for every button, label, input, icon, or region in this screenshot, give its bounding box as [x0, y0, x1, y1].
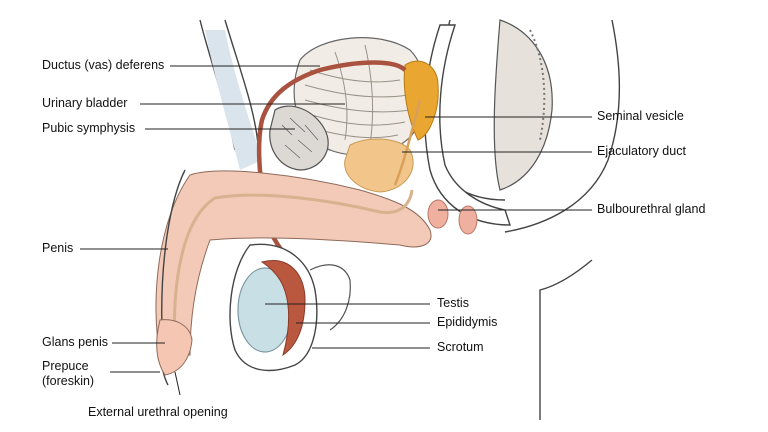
label-external-urethral-opening: External urethral opening [88, 405, 228, 419]
bulbourethral-gland-shape [427, 199, 449, 229]
label-ejaculatory-duct: Ejaculatory duct [597, 144, 686, 158]
pubic-symphysis-bone [269, 105, 329, 171]
bone-texture [281, 117, 319, 159]
label-seminal-vesicle: Seminal vesicle [597, 109, 684, 123]
urethra [172, 189, 414, 351]
label-bulbourethral-gland: Bulbourethral gland [597, 202, 706, 216]
label-prepuce-line2: (foreskin) [42, 374, 95, 388]
perineal-muscle [458, 205, 478, 235]
scrotum-inner-line [309, 264, 351, 331]
bladder-muscle-fibers [304, 44, 411, 146]
epididymis-shape [260, 260, 306, 357]
sacrum [493, 19, 553, 191]
ejaculatory-duct-shape [393, 99, 422, 186]
label-urinary-bladder: Urinary bladder [42, 96, 128, 110]
label-ductus-deferens: Ductus (vas) deferens [42, 58, 165, 72]
label-scrotum: Scrotum [437, 340, 484, 354]
label-prepuce-line1: Prepuce [42, 359, 89, 373]
label-testis: Testis [437, 296, 469, 310]
label-epididymis: Epididymis [437, 315, 498, 329]
label-pubic-symphysis: Pubic symphysis [42, 121, 136, 135]
label-penis: Penis [42, 241, 74, 255]
leader-external-urethral-opening [174, 371, 181, 396]
abdominal-fat-layer [205, 30, 262, 170]
seminal-vesicle-shape [403, 60, 439, 141]
prostate-gland [344, 138, 414, 193]
glans-shape [156, 319, 193, 376]
label-glans-penis: Glans penis [42, 335, 109, 349]
leader-lines [80, 65, 592, 396]
